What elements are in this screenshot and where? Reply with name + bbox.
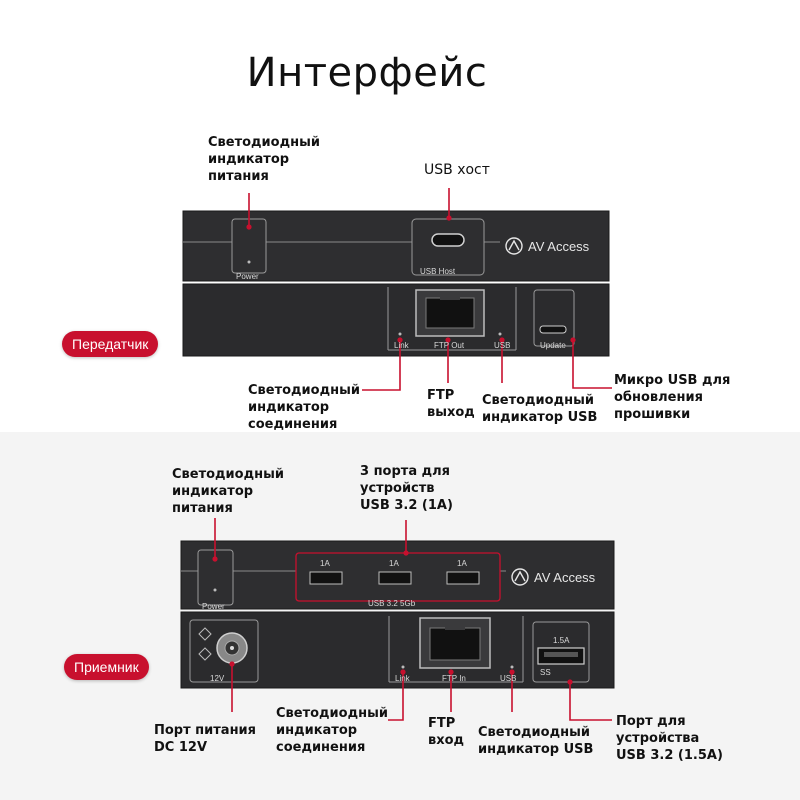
tx-usb-text: USB	[494, 341, 510, 350]
tx-ftp-out-text: FTP Out	[434, 341, 465, 350]
rx-usb-led-callout: Светодиодный индикатор USB	[478, 725, 594, 757]
rx-brand-text: AV Access	[534, 570, 596, 585]
receiver-callout-lines	[214, 518, 612, 721]
rx-port-1a-label-2: 1A	[389, 559, 399, 568]
rx-usb-port-callout: Порт для устройства USB 3.2 (1.5A)	[616, 714, 723, 763]
rx-usb-text: USB	[500, 674, 516, 683]
rx-usb-group-text: USB 3.2 5Gb	[368, 599, 416, 608]
transmitter-callout-dots	[246, 215, 576, 343]
rx-ss-text: SS	[540, 668, 551, 677]
receiver-device	[180, 540, 615, 689]
tx-usb-host-callout: USB хост	[424, 162, 490, 178]
receiver-callout-dots	[212, 550, 573, 685]
rx-power-led-callout: Светодиодный индикатор питания	[172, 467, 284, 516]
tx-power-text: Power	[236, 272, 259, 281]
rx-port-15a-text: 1.5A	[553, 636, 570, 645]
tx-link-led-callout: Светодиодный индикатор соединения	[248, 383, 360, 432]
rx-port-1a-label-3: 1A	[457, 559, 467, 568]
tx-link-text: Link	[394, 341, 410, 350]
tx-ftp-out-callout: FTP выход	[427, 388, 475, 420]
tx-micro-usb-callout: Микро USB для обновления прошивки	[614, 373, 731, 422]
tx-usb-led-callout: Светодиодный индикатор USB	[482, 393, 598, 425]
rx-ftp-in-callout: FTP вход	[428, 716, 465, 748]
transmitter-callout-lines	[248, 188, 612, 391]
rx-link-text: Link	[395, 674, 411, 683]
tx-power-led-callout: Светодиодный индикатор питания	[208, 135, 320, 184]
receiver-badge: Приемник	[64, 654, 149, 680]
rx-power-port-callout: Порт питания DC 12V	[154, 723, 257, 755]
transmitter-device	[182, 210, 610, 357]
tx-update-text: Update	[540, 341, 566, 350]
rx-port-1a-label-1: 1A	[320, 559, 330, 568]
tx-brand-text: AV Access	[528, 239, 590, 254]
page-title: Интерфейс	[246, 50, 488, 96]
rx-ftp-in-text: FTP In	[442, 674, 466, 683]
rx-power-text: Power	[202, 602, 225, 611]
tx-usb-host-text: USB Host	[420, 267, 456, 276]
rx-dc-text: 12V	[210, 674, 225, 683]
transmitter-badge: Передатчик	[62, 331, 159, 357]
rx-usb-ports-callout: 3 порта для устройств USB 3.2 (1A)	[360, 464, 453, 513]
rx-link-led-callout: Светодиодный индикатор соединения	[276, 706, 388, 755]
